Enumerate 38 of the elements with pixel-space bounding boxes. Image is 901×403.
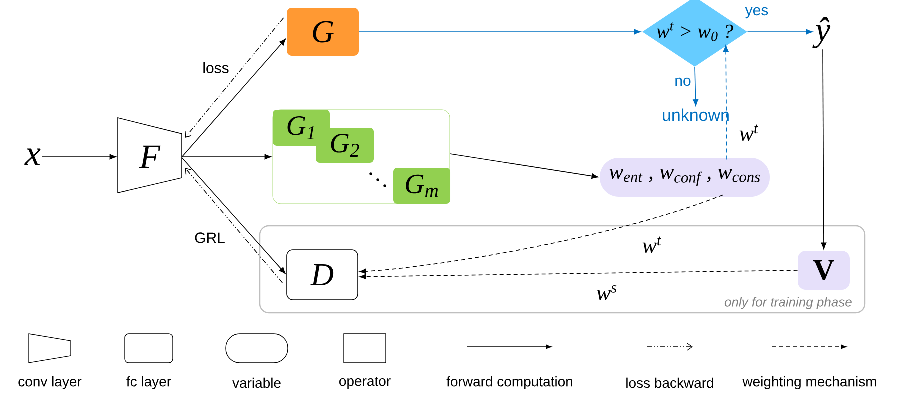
legend-label: variable [232,378,281,388]
edge-label: w$^{t}$ [641,236,663,254]
arrow [360,270,798,280]
arrow [821,49,827,250]
legend-label: operator [340,377,391,389]
fc-layer-box: G$_{2}$ [316,128,374,163]
arrow [360,194,724,274]
variable-pill: w$_{ent}$ , w$_{conf}$ , w$_{cons}$ [600,158,770,197]
arrow [182,38,286,158]
arrow [450,154,599,179]
arrow [185,168,283,284]
variable-pill: V [798,251,850,290]
arrow [185,18,284,138]
edge-label: w$^{t}$ [738,124,760,142]
legend-label: loss backward [626,378,714,388]
fc-layer-box: G [287,8,359,56]
arrow [358,29,642,35]
arrow [693,66,699,106]
arrow [747,29,813,35]
edge-label: no [674,76,692,88]
legend-label: forward computation [446,376,572,390]
fc-layer-box: G$_{m}$ [394,168,450,204]
output-variable: ŷ [812,18,831,48]
legend-label: weighting mechanism [742,376,876,390]
arrow [42,154,117,160]
arrow [723,45,729,160]
legend-label: conv layer [18,376,82,390]
arrow [182,158,286,274]
group-box [272,110,450,204]
edge-label: loss [202,61,230,74]
edge-label: GRL [194,232,226,244]
node-label: G$_{2}$ [331,134,360,157]
input-variable: x [24,148,41,166]
arrow [182,154,272,160]
output-text: unknown [663,108,729,122]
legend-label: fc layer [126,376,172,390]
operator-box: D [286,250,358,300]
edge-label: w$^{s}$ [595,284,619,302]
